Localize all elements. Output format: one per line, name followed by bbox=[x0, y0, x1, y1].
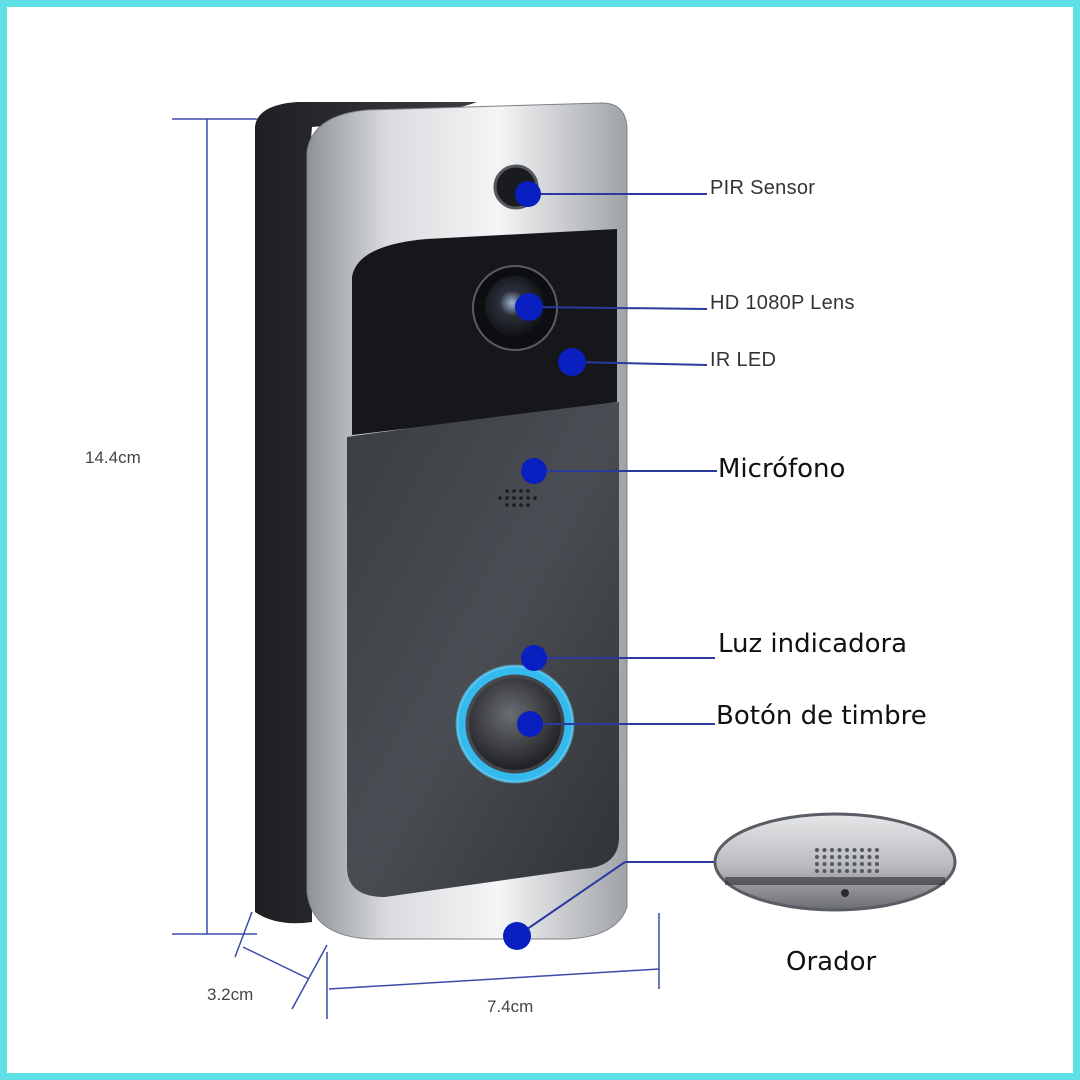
label-pir-sensor: PIR Sensor bbox=[710, 177, 816, 199]
speaker-hole bbox=[822, 869, 827, 873]
speaker-hole bbox=[830, 855, 834, 859]
dimension-lines bbox=[172, 118, 660, 1019]
speaker-hole bbox=[822, 848, 827, 852]
mic-hole bbox=[526, 496, 530, 500]
mic-hole bbox=[519, 496, 523, 500]
callout-line-speaker bbox=[516, 861, 626, 937]
speaker-inset bbox=[713, 812, 957, 912]
speaker-hole bbox=[830, 869, 834, 873]
mic-hole bbox=[526, 503, 530, 507]
mic-hole bbox=[519, 489, 523, 493]
speaker-hole bbox=[875, 855, 879, 859]
doorbell-face bbox=[347, 402, 619, 897]
speaker-hole bbox=[860, 848, 864, 852]
speaker-hole bbox=[845, 848, 849, 852]
dimension-width: 7.4cm bbox=[487, 997, 534, 1016]
speaker-hole bbox=[852, 855, 857, 859]
label-hd-lens: HD 1080P Lens bbox=[710, 292, 855, 314]
microphone-holes bbox=[498, 489, 537, 507]
label-orador: Orador bbox=[786, 947, 877, 977]
speaker-hole bbox=[845, 869, 849, 873]
speaker-hole bbox=[852, 862, 857, 866]
callout-dot-indicator bbox=[521, 645, 547, 671]
dim-depth-tick-2 bbox=[291, 944, 328, 1010]
speaker-hole bbox=[875, 848, 879, 852]
speaker-hole bbox=[815, 869, 819, 873]
callout-dot-lens bbox=[515, 293, 543, 321]
speaker-hole bbox=[867, 869, 872, 873]
speaker-hole bbox=[867, 862, 872, 866]
doorbell-button bbox=[469, 678, 561, 770]
speaker-reset-hole bbox=[841, 889, 849, 897]
speaker-hole bbox=[815, 862, 819, 866]
speaker-hole bbox=[822, 855, 827, 859]
speaker-holes bbox=[815, 848, 879, 873]
callout-lines bbox=[516, 193, 719, 937]
speaker-hole bbox=[837, 869, 842, 873]
speaker-inset-shape bbox=[713, 812, 957, 912]
mic-hole bbox=[505, 489, 509, 493]
callout-line-lens bbox=[530, 306, 708, 310]
speaker-hole bbox=[815, 855, 819, 859]
speaker-hole bbox=[860, 869, 864, 873]
dim-width-line bbox=[328, 968, 660, 990]
mic-hole bbox=[512, 496, 516, 500]
callout-dot-ir bbox=[558, 348, 586, 376]
callout-line-ir bbox=[572, 361, 708, 366]
speaker-hole bbox=[867, 848, 872, 852]
callout-dot-pir bbox=[515, 181, 541, 207]
callout-dot-button bbox=[517, 711, 543, 737]
speaker-hole bbox=[852, 869, 857, 873]
speaker-hole bbox=[845, 862, 849, 866]
label-boton-timbre: Botón de timbre bbox=[716, 701, 927, 731]
mic-hole bbox=[512, 489, 516, 493]
mic-hole bbox=[505, 503, 509, 507]
dim-depth-line bbox=[242, 946, 310, 980]
label-luz-indicadora: Luz indicadora bbox=[718, 629, 908, 659]
mic-hole bbox=[498, 496, 502, 500]
dim-depth-tick-1 bbox=[234, 911, 253, 958]
speaker-hole bbox=[837, 848, 842, 852]
speaker-hole bbox=[837, 862, 842, 866]
callout-dots bbox=[503, 181, 586, 950]
speaker-hole bbox=[860, 855, 864, 859]
mic-hole bbox=[512, 503, 516, 507]
callout-dot-mic bbox=[521, 458, 547, 484]
mic-hole bbox=[533, 496, 537, 500]
callout-dot-speaker bbox=[503, 922, 531, 950]
speaker-inset-shadow bbox=[725, 877, 945, 885]
mic-hole bbox=[519, 503, 523, 507]
mic-hole bbox=[505, 496, 509, 500]
dimension-height: 14.4cm bbox=[85, 448, 141, 467]
speaker-hole bbox=[822, 862, 827, 866]
speaker-hole bbox=[815, 848, 819, 852]
speaker-hole bbox=[830, 848, 834, 852]
speaker-hole bbox=[875, 869, 879, 873]
label-ir-led: IR LED bbox=[710, 349, 777, 371]
speaker-hole bbox=[830, 862, 834, 866]
speaker-hole bbox=[852, 848, 857, 852]
speaker-hole bbox=[860, 862, 864, 866]
dimension-depth: 3.2cm bbox=[207, 985, 254, 1004]
speaker-hole bbox=[875, 862, 879, 866]
camera-lens-glass bbox=[485, 276, 545, 336]
speaker-hole bbox=[867, 855, 872, 859]
speaker-hole bbox=[845, 855, 849, 859]
label-microfono: Micrófono bbox=[718, 454, 846, 484]
mic-hole bbox=[526, 489, 530, 493]
doorbell-diagram bbox=[172, 102, 957, 1019]
speaker-hole bbox=[837, 855, 842, 859]
